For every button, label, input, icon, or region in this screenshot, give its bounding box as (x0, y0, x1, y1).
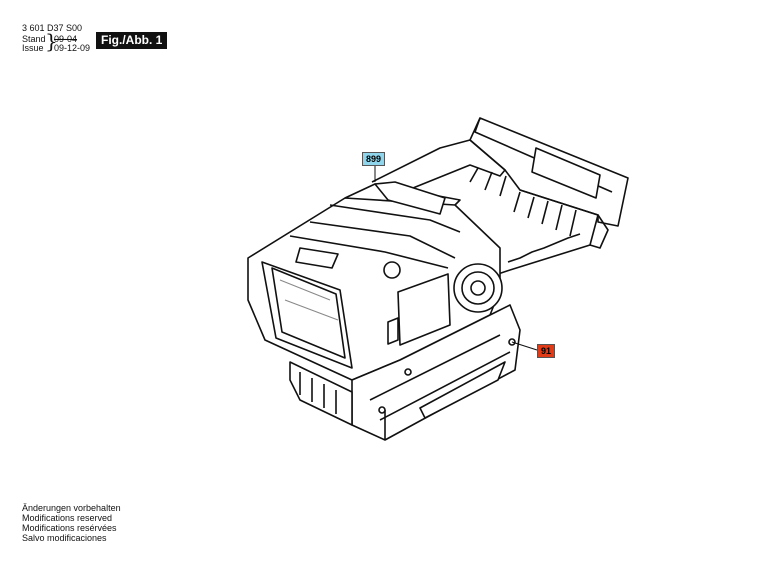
footer-line-english: Modifications reserved (22, 513, 113, 523)
main-body (247, 181, 503, 381)
stand-label: Stand (22, 34, 46, 44)
issue-date: 09-12-09 (54, 43, 91, 53)
leader-line-91 (511, 341, 538, 351)
footer-line-french: Modifications resérvées (22, 523, 117, 533)
footer-line-spanish: Salvo modificaciones (22, 533, 107, 543)
issue-label: Issue (22, 43, 44, 53)
figure-label: Fig./Abb. 1 (96, 32, 168, 49)
stand-date: 09-04 (54, 34, 78, 44)
part-callout-899[interactable]: 899 (362, 152, 386, 166)
base-housing (289, 304, 521, 441)
document-number: 3 601 D37 S00 (22, 23, 83, 33)
footer-line-german: Änderungen vorbehalten (22, 503, 121, 513)
part-callout-91[interactable]: 91 (537, 344, 556, 358)
handle-bracket (371, 117, 629, 276)
brace-symbol: } (45, 29, 58, 53)
